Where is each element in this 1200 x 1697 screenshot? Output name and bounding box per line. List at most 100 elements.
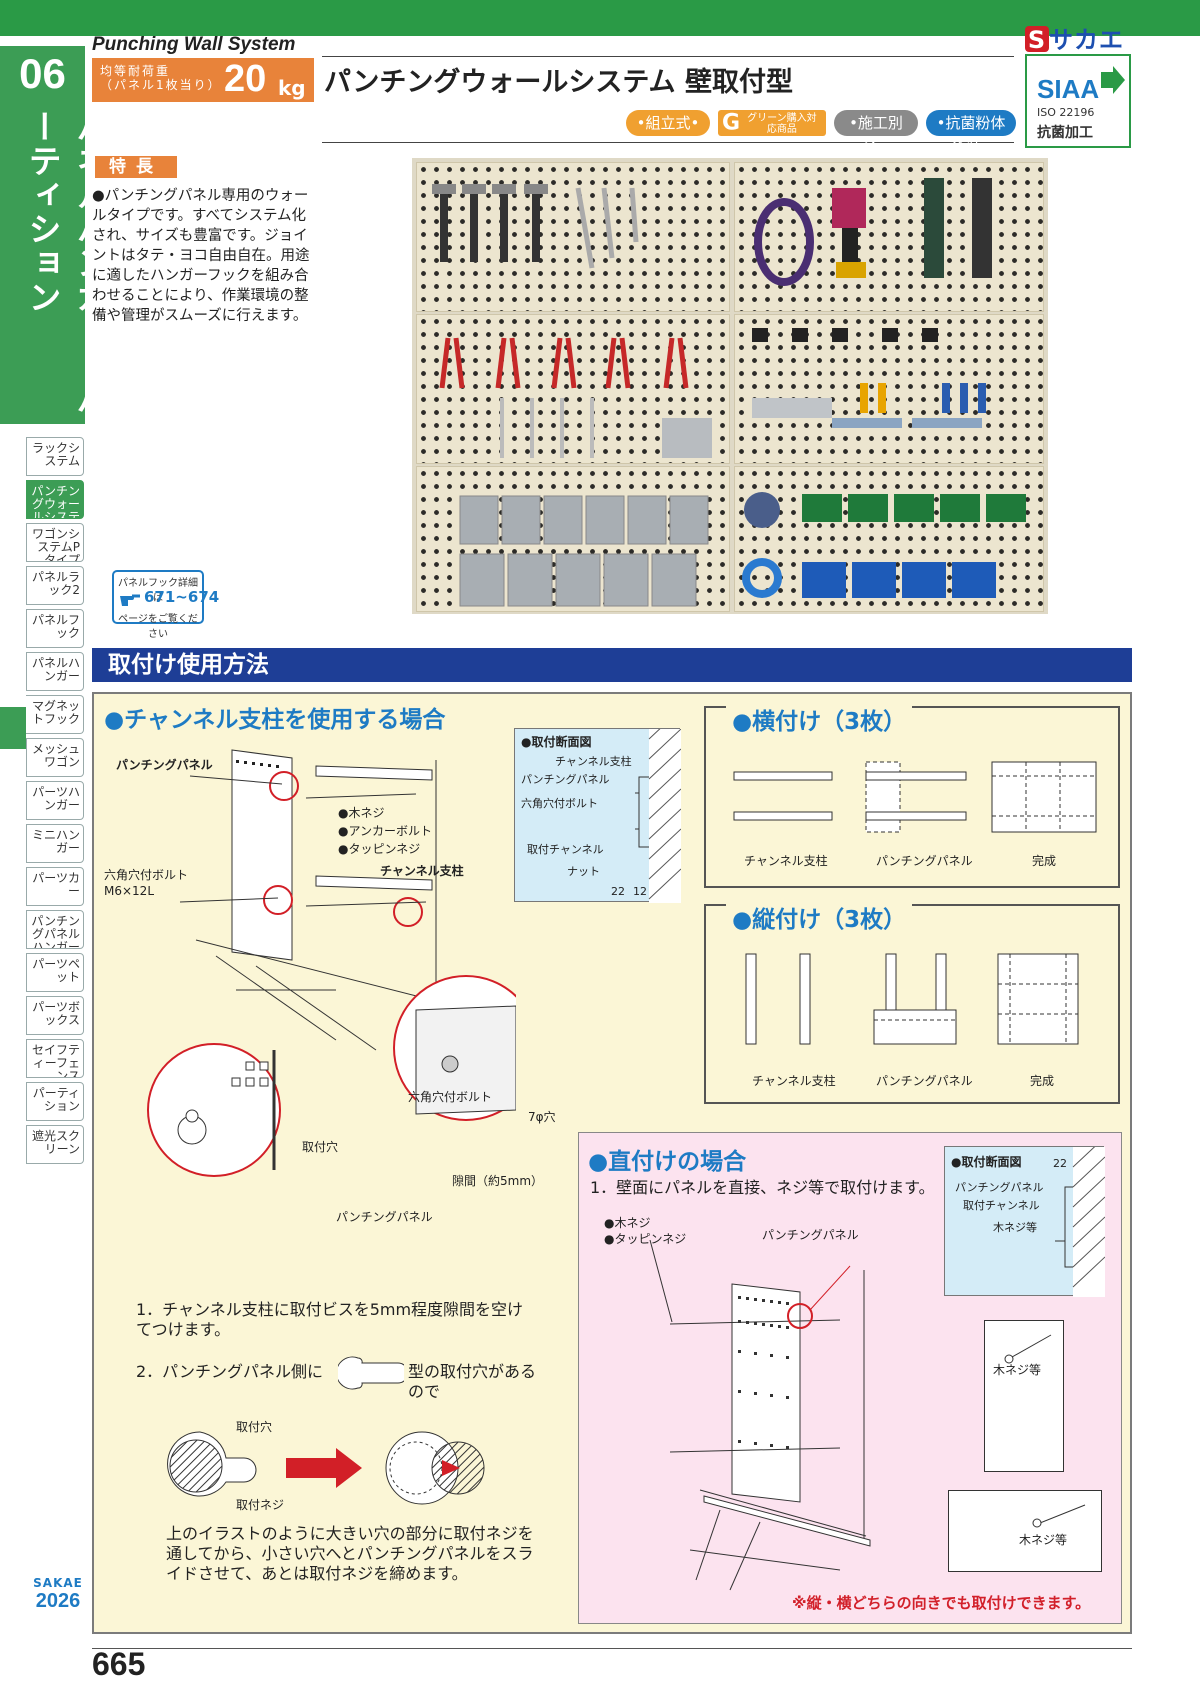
screw-label: 取付ネジ <box>236 1498 285 1512</box>
channel-step-note: 上のイラストのように大きい穴の部分に取付ネジを通してから、小さい穴へとパンチング… <box>166 1524 534 1583</box>
keyhole-icon <box>338 1356 404 1390</box>
channel-section-view: ●取付断面図 チャンネル支柱 パンチングパネル 六角穴付ボルト 取付チャンネル … <box>514 728 681 903</box>
load-capacity-box: 均等耐荷重（パネル1枚当り） 20 kg <box>92 58 314 102</box>
brand-s-icon: S <box>1025 26 1049 54</box>
direct-tapping-screw: ●タッピンネジ <box>604 1232 687 1246</box>
nav-item-partition[interactable]: パーティション <box>26 1082 84 1121</box>
label-panel: パンチングパネル <box>116 758 213 772</box>
load-sublabel: （パネル1枚当り） <box>100 78 222 92</box>
channel-method-title: ●チャンネル支柱を使用する場合 <box>104 707 446 733</box>
siaa-label: 抗菌加工 <box>1037 125 1093 141</box>
nav-item-wagon[interactable]: ワゴンシステムPタイプ <box>26 523 84 562</box>
direct-step-1: 1．壁面にパネルを直接、ネジ等で取付けます。 <box>590 1178 935 1197</box>
direct-section-screw: 木ネジ等 <box>993 1221 1037 1234</box>
badge-antibacterial: •抗菌粉体塗装• <box>926 110 1016 158</box>
direct-panel-label: パンチングパネル <box>762 1228 859 1242</box>
channel-step-2b: 型の取付穴があるので <box>408 1362 537 1401</box>
category-nav: ラックシステム パンチングウォールシステム ワゴンシステムPタイプ パネルラック… <box>26 437 86 1168</box>
siaa-title: SIAA <box>1037 74 1100 104</box>
badge-green: G グリーン購入対応商品 <box>718 110 826 136</box>
channel-step-1: 1．チャンネル支柱に取付ビスを5mm程度隙間を空けてつけます。 <box>136 1300 524 1339</box>
tools-illustration <box>432 178 1026 607</box>
section-number: 06 <box>19 50 66 97</box>
horizontal-panel-label: パンチングパネル <box>876 854 973 868</box>
nav-item-punching-panel-hanger[interactable]: パンチングパネルハンガー <box>26 910 84 949</box>
reference-line1: パネルフック詳細は <box>118 578 198 604</box>
label-anchor-bolt: ●アンカーボルト <box>338 824 432 838</box>
vertical-done-label: 完成 <box>1030 1074 1055 1088</box>
direct-horizontal-screw-icon <box>1032 1504 1086 1528</box>
direct-vertical-screw-label: 木ネジ等 <box>993 1363 1042 1377</box>
section-view-nut: ナット <box>567 865 600 878</box>
badge-assembly: •組立式• <box>626 110 710 136</box>
nav-item-mini-hanger[interactable]: ミニハンガー <box>26 824 84 863</box>
label-hex-bolt-zoom: 六角穴付ボルト <box>408 1090 493 1104</box>
series-name: Punching Wall System <box>92 34 296 55</box>
nav-item-mesh-wagon[interactable]: メッシュワゴン <box>26 738 84 777</box>
label-channel-post: チャンネル支柱 <box>380 864 464 878</box>
vertical-channel-label: チャンネル支柱 <box>752 1074 836 1088</box>
footer-brand-name: SAKAE <box>33 1576 83 1590</box>
label-mount-hole: 取付穴 <box>302 1140 339 1154</box>
section-view-wall-hatch <box>635 729 681 903</box>
siaa-arrow-icon <box>1101 66 1125 94</box>
reference-line3: ページをご覧ください <box>118 614 198 640</box>
footer-year: 2026 <box>35 1590 81 1612</box>
reference-tag[interactable]: パネルフック詳細は 671~674 ページをご覧ください <box>112 570 219 640</box>
section-view-dim1: 22 <box>611 885 625 898</box>
pointing-hand-icon <box>120 594 140 606</box>
section-view-title: ●取付断面図 <box>521 735 592 749</box>
nav-item-safety-fence[interactable]: セイフティーフェンス <box>26 1039 84 1078</box>
title-rule-top <box>322 56 1014 57</box>
channel-install-diagram <box>147 749 516 1177</box>
section-view-panel: パンチングパネル <box>521 773 610 786</box>
load-label: 均等耐荷重 <box>100 64 171 78</box>
footer-rule <box>92 1648 1132 1649</box>
label-hex-bolt-size: M6×12L <box>104 884 154 898</box>
section-tab: 06 パネルハンガー・パーティション <box>0 46 110 424</box>
nav-item-panel-hanger[interactable]: パネルハンガー <box>26 652 84 691</box>
nav-item-parts-hanger[interactable]: パーツハンガー <box>26 781 84 820</box>
features-label: 特長 <box>95 156 177 178</box>
nav-item-magnet-hook[interactable]: マグネットフック <box>26 695 84 734</box>
direct-section-view: ●取付断面図 パンチングパネル 取付チャンネル 木ネジ等 壁 22 <box>944 1146 1105 1297</box>
page-number: 665 <box>92 1646 146 1682</box>
label-tapping-screw: ●タッピンネジ <box>338 842 421 856</box>
brand-name: サカエ <box>1049 26 1124 54</box>
photo-panel-2 <box>734 162 1044 312</box>
nav-item-screen[interactable]: 遮光スクリーン <box>26 1125 84 1164</box>
label-wood-screw: ●木ネジ <box>338 806 385 820</box>
badge-install: •施工別途• <box>834 110 918 158</box>
nav-item-parts-pet[interactable]: パーツペット <box>26 953 84 992</box>
nav-item-parts-car[interactable]: パーツカー <box>26 867 84 906</box>
direct-section-panel: パンチングパネル <box>955 1181 1044 1194</box>
direct-wood-screw: ●木ネジ <box>604 1216 651 1230</box>
direct-horizontal-screw-label: 木ネジ等 <box>1019 1533 1068 1547</box>
section-view-dim2: 12 <box>633 885 647 898</box>
nav-item-panel-rack[interactable]: パネルラック2 <box>26 566 84 605</box>
vertical-diagram <box>745 953 1079 1045</box>
page-title: パンチングウォールシステム 壁取付型 <box>324 67 793 98</box>
channel-step-2a: 2．パンチングパネル側に <box>136 1362 323 1381</box>
nav-item-parts-box[interactable]: パーツボックス <box>26 996 84 1035</box>
direct-horizontal-panel: 木ネジ等 <box>948 1490 1102 1572</box>
nav-item-rack[interactable]: ラックシステム <box>26 437 84 476</box>
green-g-icon: G <box>722 110 741 136</box>
vertical-panel-label: パンチングパネル <box>876 1074 973 1088</box>
nav-item-punching-wall[interactable]: パンチングウォールシステム <box>26 480 84 519</box>
direct-method-title: ●直付けの場合 <box>588 1149 747 1175</box>
footer-brand: SAKAE 2026 <box>30 1576 86 1613</box>
direct-section-wall-hatch <box>1055 1147 1105 1297</box>
direct-note: ※縦・横どちらの向きでも取付けできます。 <box>792 1594 1091 1612</box>
features-text: ●パンチングパネル専用のウォールタイプです。すべてシステム化され、サイズも豊富で… <box>92 188 310 324</box>
section-view-channel: チャンネル支柱 <box>555 755 632 768</box>
slide-diagram <box>167 1431 485 1505</box>
reference-pages: 671~674 <box>144 588 220 606</box>
nav-marker <box>0 707 26 749</box>
horizontal-done-label: 完成 <box>1032 854 1057 868</box>
top-bar <box>0 0 1200 36</box>
direct-section-dim: 22 <box>1053 1157 1067 1170</box>
title-rule-bottom <box>322 142 1014 143</box>
nav-item-panel-hook[interactable]: パネルフック <box>26 609 84 648</box>
